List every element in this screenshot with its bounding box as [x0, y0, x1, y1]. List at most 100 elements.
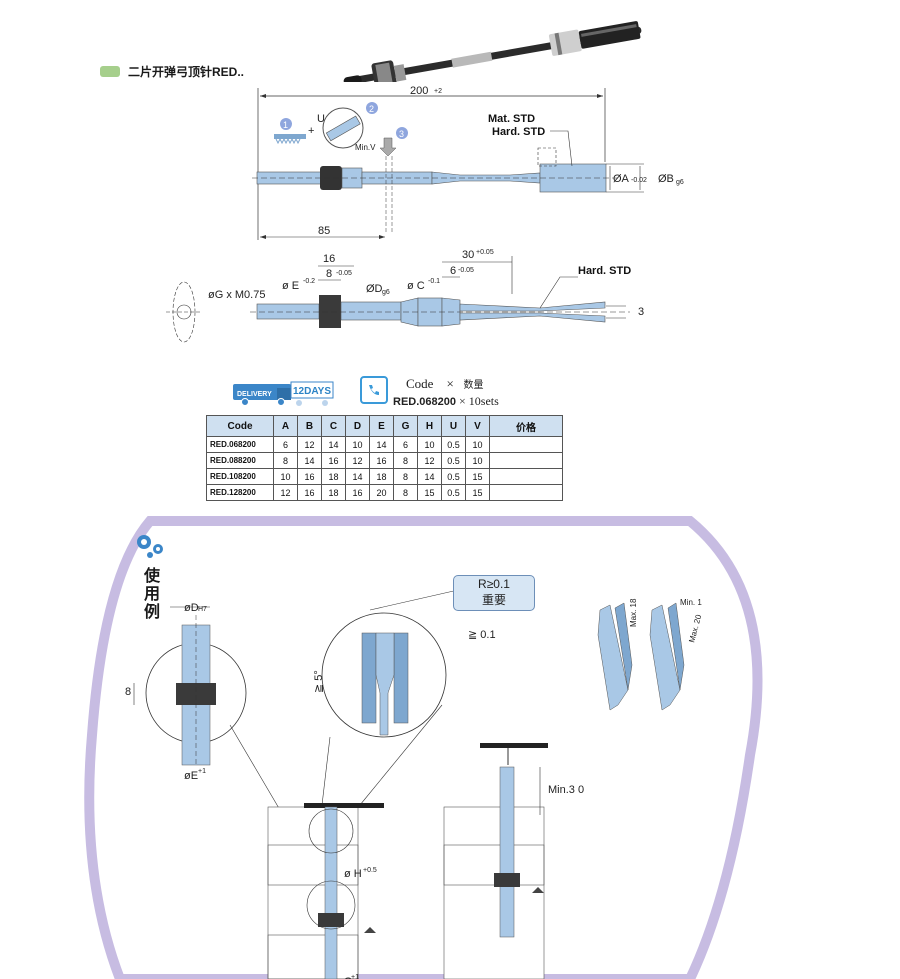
cell: 16: [345, 484, 370, 501]
dim-b: ØB: [658, 173, 674, 185]
cell: 12: [273, 484, 298, 501]
cell: 0.5: [441, 452, 466, 469]
cell: 8: [393, 484, 418, 501]
dim-e-usage: øE: [184, 770, 198, 782]
cell: 18: [369, 468, 394, 485]
dim-c-tol: -0.1: [428, 278, 440, 285]
cell-code: RED.068200: [206, 436, 274, 453]
callout-line-1: R≥0.1: [478, 577, 510, 591]
label-hard-2: Hard. STD: [578, 265, 631, 277]
dim-b-tol: g6: [676, 179, 684, 186]
table-row: RED.108200 10 16 18 14 18 8 14 0.5 15: [206, 468, 563, 485]
label-hard: Hard. STD: [492, 126, 545, 138]
dim-a-tol: -0.02: [631, 177, 647, 184]
phone-icon: [360, 376, 388, 404]
dim-8: 8: [326, 268, 332, 280]
cell: 16: [297, 484, 322, 501]
cell-code: RED.088200: [206, 452, 274, 469]
cell: 15: [465, 484, 490, 501]
cell-price: [489, 468, 563, 485]
delivery-badge: DELIVERY 12DAYS: [233, 381, 334, 406]
dim-6: 6: [450, 265, 456, 277]
header-a: A: [273, 415, 298, 437]
table-header-row: Code A B C D E G H U V 价格: [206, 415, 563, 437]
dim-e-tol: -0.2: [303, 278, 315, 285]
cell: 18: [321, 468, 346, 485]
cell: 6: [393, 436, 418, 453]
dim-d-h7-tol: H7: [198, 606, 207, 613]
callout-box: R≥0.1 重要: [453, 575, 535, 611]
header-b: B: [297, 415, 322, 437]
mold-plate-left: [267, 806, 359, 979]
cell: 8: [393, 452, 418, 469]
dim-g: øG x M0.75: [208, 289, 265, 301]
step-3-marker: [396, 127, 408, 139]
order-example-line: RED.068200 × 10sets: [393, 394, 499, 409]
cell: 14: [297, 452, 322, 469]
usage-example-label: 使用例: [141, 567, 158, 621]
cell: 14: [369, 436, 394, 453]
label-mat: Mat. STD: [488, 113, 535, 125]
dim-min1: Min. 1: [680, 598, 702, 607]
code-label: Code: [406, 376, 434, 391]
cell: 14: [321, 436, 346, 453]
times-symbol: ×: [446, 376, 454, 391]
dim-3: 3: [638, 306, 644, 318]
cell: 10: [417, 436, 442, 453]
step-2-marker: [366, 102, 378, 114]
days-label: 12DAYS: [293, 386, 331, 397]
truck-icon: [233, 384, 291, 400]
pin-3d-illustration: [597, 602, 685, 711]
dim-h-tol: +0.5: [363, 867, 377, 874]
cell: 16: [369, 452, 394, 469]
dim-ge-01: ≧ 0.1: [468, 629, 496, 641]
dim-c: ø C: [407, 280, 425, 292]
cell-code: RED.128200: [206, 484, 274, 501]
usage-example-frame: øD H7 8 øE +1 ≧ 0.1 ≧ 5° ø H +0.5 øG +1 …: [84, 516, 763, 979]
dim-30-tol: +0.05: [476, 249, 494, 256]
qty-label: 数量: [463, 380, 484, 391]
cell: 15: [465, 468, 490, 485]
mold-plate-right: [443, 806, 545, 979]
cell: 0.5: [441, 484, 466, 501]
cell: 15: [417, 484, 442, 501]
label-minv: Min.V: [355, 143, 376, 152]
dim-85: 85: [318, 225, 330, 237]
step-1-pin: [274, 134, 306, 139]
header-price: 价格: [489, 415, 563, 437]
dim-16: 16: [323, 253, 335, 265]
cell-price: [489, 452, 563, 469]
cell: 20: [369, 484, 394, 501]
callout-line-2: 重要: [481, 593, 506, 607]
title-text: 二片开弹弓顶针RED..: [128, 65, 245, 79]
header-c: C: [321, 415, 346, 437]
header-g: G: [393, 415, 418, 437]
dim-min30: Min.3 0: [548, 784, 584, 796]
dim-d: ØD: [366, 283, 383, 295]
cell: 14: [345, 468, 370, 485]
cell: 8: [273, 452, 298, 469]
order-format-line: Code × 数量: [406, 376, 484, 392]
table-row: RED.088200 8 14 16 12 16 8 12 0.5 10: [206, 452, 563, 469]
dim-30: 30: [462, 249, 474, 261]
label-u: U: [317, 113, 325, 125]
step-2-circle: [322, 107, 364, 149]
dim-6-tol: -0.05: [458, 267, 474, 274]
cell: 0.5: [441, 436, 466, 453]
dim-8-tol: -0.05: [336, 270, 352, 277]
cell: 10: [465, 436, 490, 453]
cell: 8: [393, 468, 418, 485]
dim-d-h7: øD: [184, 602, 199, 614]
dim-g-bottom: øG: [337, 976, 352, 979]
cell-price: [489, 436, 563, 453]
pin-nut: [320, 166, 342, 190]
example-code: RED.068200: [393, 396, 456, 408]
section-title: 二片开弹弓顶针RED..: [100, 63, 244, 80]
step-1-marker: [280, 118, 292, 130]
dim-g-bottom-tol: +1: [351, 974, 359, 979]
header-d: D: [345, 415, 370, 437]
dim-ge-5: ≧ 5°: [313, 670, 325, 693]
cell: 0.5: [441, 468, 466, 485]
cell: 12: [417, 452, 442, 469]
cell: 16: [321, 452, 346, 469]
